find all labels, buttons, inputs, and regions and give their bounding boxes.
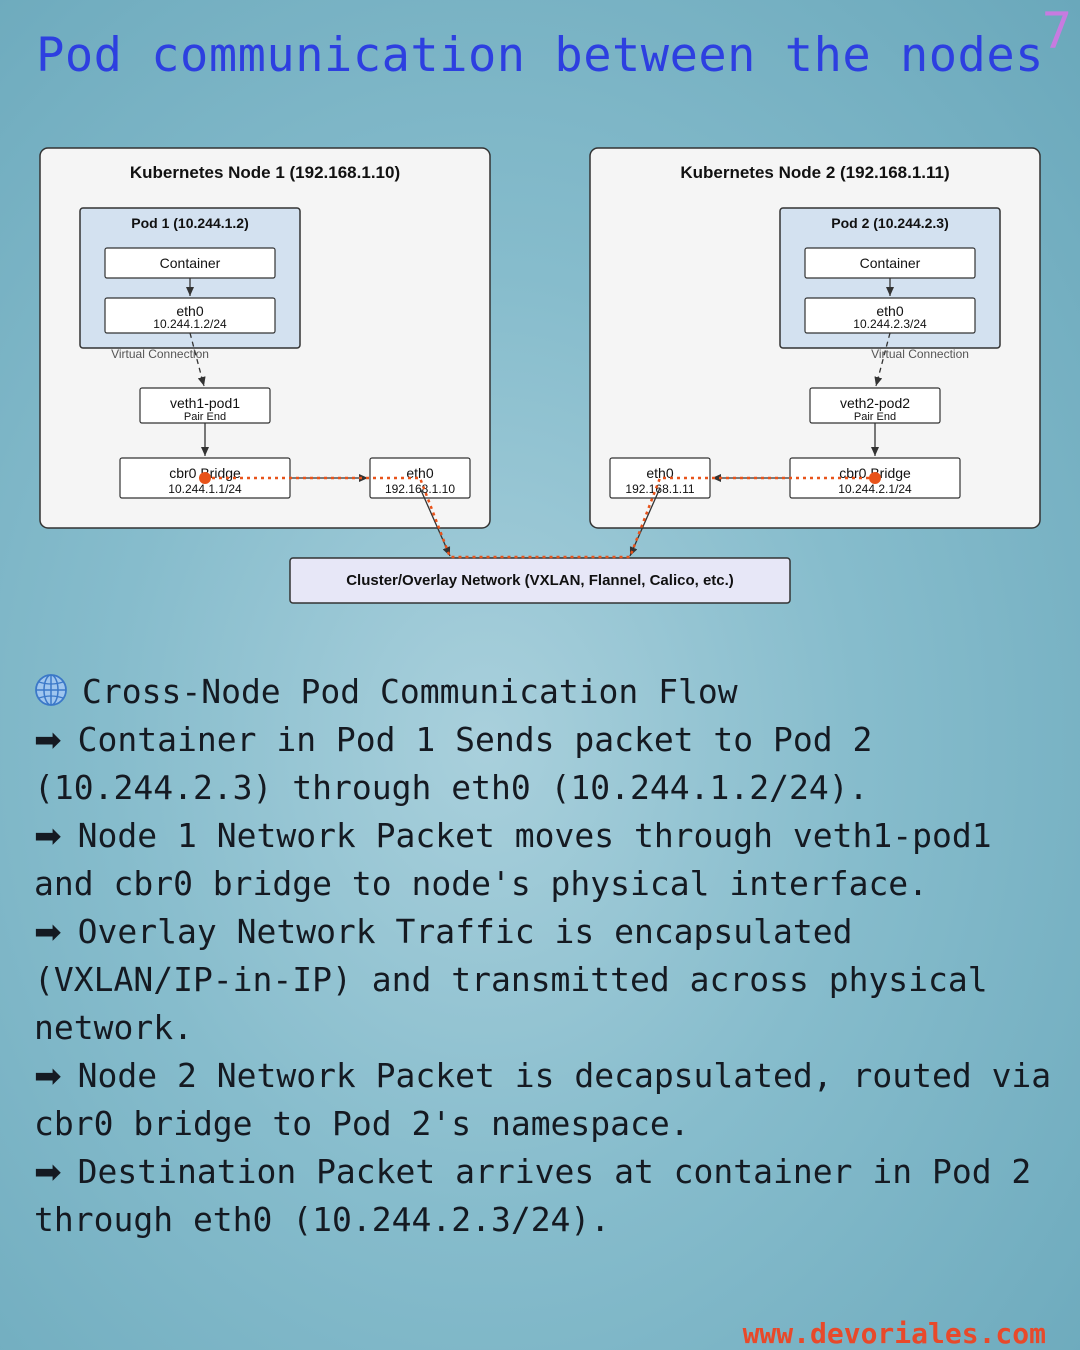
right-arrow-icon: ➡ (34, 816, 62, 855)
globe-icon (35, 674, 67, 706)
node-2: Kubernetes Node 2 (192.168.1.11) Pod 2 (… (589, 147, 1041, 529)
node-1-bridge-ip: 10.244.1.1/24 (168, 482, 242, 496)
flow-step-text: Overlay Network Traffic is encapsulated … (34, 912, 988, 1047)
page-title: Pod communication between the nodes (36, 28, 1044, 83)
flow-end-dot (869, 472, 881, 484)
flow-heading-text: Cross-Node Pod Communication Flow (82, 672, 738, 711)
pod-2-title: Pod 2 (10.244.2.3) (831, 215, 949, 231)
flow-step-text: Container in Pod 1 Sends packet to Pod 2… (34, 720, 873, 807)
pod-1-container-label: Container (160, 255, 221, 271)
flow-step-text: Node 1 Network Packet moves through veth… (34, 816, 992, 903)
flow-step-5: ➡Destination Packet arrives at container… (34, 1148, 1054, 1244)
right-arrow-icon: ➡ (34, 912, 62, 951)
node-1-virtual-connection-label: Virtual Connection (111, 347, 209, 361)
overlay-network-box (289, 557, 791, 604)
node-1: Kubernetes Node 1 (192.168.1.10) Pod 1 (… (39, 147, 491, 529)
node-1-eth0-box (369, 457, 471, 499)
veth2-pod2-sub: Pair End (854, 411, 896, 423)
overlay-network-label: Cluster/Overlay Network (VXLAN, Flannel,… (346, 572, 734, 589)
node-2-bridge-ip: 10.244.2.1/24 (838, 482, 912, 496)
flow-description: Cross-Node Pod Communication Flow ➡Conta… (34, 668, 1054, 1244)
website-link[interactable]: www.devoriales.com (742, 1317, 1046, 1350)
node-1-eth0-label: eth0 (406, 465, 433, 481)
pod-2-container-label: Container (860, 255, 921, 271)
veth2-pod2-label: veth2-pod2 (840, 395, 910, 411)
flow-step-4: ➡Node 2 Network Packet is decapsulated, … (34, 1052, 1054, 1148)
flow-step-text: Destination Packet arrives at container … (34, 1152, 1032, 1239)
node-2-title: Kubernetes Node 2 (192.168.1.11) (680, 163, 949, 182)
node-2-eth0-label: eth0 (646, 465, 673, 481)
page-number: 7 (1041, 2, 1072, 60)
right-arrow-icon: ➡ (34, 720, 62, 759)
flow-step-text: Node 2 Network Packet is decapsulated, r… (34, 1056, 1052, 1143)
pod-1-title: Pod 1 (10.244.1.2) (131, 215, 249, 231)
pod-1-eth0-label: eth0 (176, 303, 203, 319)
flow-start-dot (199, 472, 211, 484)
right-arrow-icon: ➡ (34, 1056, 62, 1095)
right-arrow-icon: ➡ (34, 1152, 62, 1191)
packet-flow-path (199, 472, 881, 559)
network-diagram: Kubernetes Node 1 (192.168.1.10) Pod 1 (… (39, 147, 1041, 604)
pod-2-eth0-label: eth0 (876, 303, 903, 319)
flow-step-1: ➡Container in Pod 1 Sends packet to Pod … (34, 716, 1054, 812)
veth1-pod1-sub: Pair End (184, 411, 226, 423)
flow-heading: Cross-Node Pod Communication Flow (34, 668, 1054, 716)
flow-step-3: ➡Overlay Network Traffic is encapsulated… (34, 908, 1054, 1052)
pod-2-eth0-ip: 10.244.2.3/24 (853, 317, 927, 331)
node-2-virtual-connection-label: Virtual Connection (871, 347, 969, 361)
veth1-pod1-label: veth1-pod1 (170, 395, 240, 411)
pod-1-eth0-ip: 10.244.1.2/24 (153, 317, 227, 331)
node-1-title: Kubernetes Node 1 (192.168.1.10) (130, 163, 400, 182)
node-2-eth0-box (609, 457, 711, 499)
flow-step-2: ➡Node 1 Network Packet moves through vet… (34, 812, 1054, 908)
